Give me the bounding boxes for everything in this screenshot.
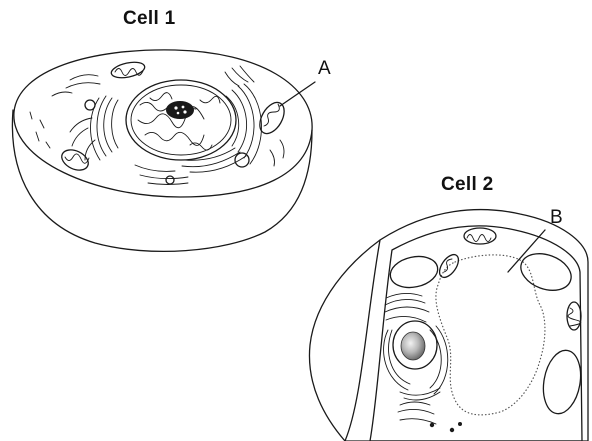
cell-1-label-a: A (318, 58, 331, 80)
cell-2-plant-cell (309, 210, 588, 441)
cell-1-animal-cell (12, 50, 315, 252)
cell-2-title: Cell 2 (441, 174, 494, 196)
cell-2-pointer-line (508, 230, 545, 272)
cell-1-title: Cell 1 (123, 8, 176, 30)
cell-1-nucleus (126, 80, 236, 160)
cell-2-mitochondrion-top (464, 228, 496, 244)
cell-1-pointer-line (280, 82, 315, 106)
cell-2-chloroplast-bottom-right (539, 347, 586, 416)
cell-1-mitochondrion-a (255, 98, 289, 137)
cell-2-chloroplast-top-left (387, 252, 440, 291)
cell-2-chloroplast-top-right (516, 247, 576, 297)
cell-1-mitochondrion-top (110, 60, 146, 81)
cell-2-nucleus (393, 321, 437, 369)
cell-2-mitochondrion-mid (436, 251, 462, 280)
cell-2-central-vacuole (436, 255, 545, 415)
cell-2-label-b: B (550, 207, 563, 229)
cell-2-mitochondrion-right (567, 302, 581, 330)
